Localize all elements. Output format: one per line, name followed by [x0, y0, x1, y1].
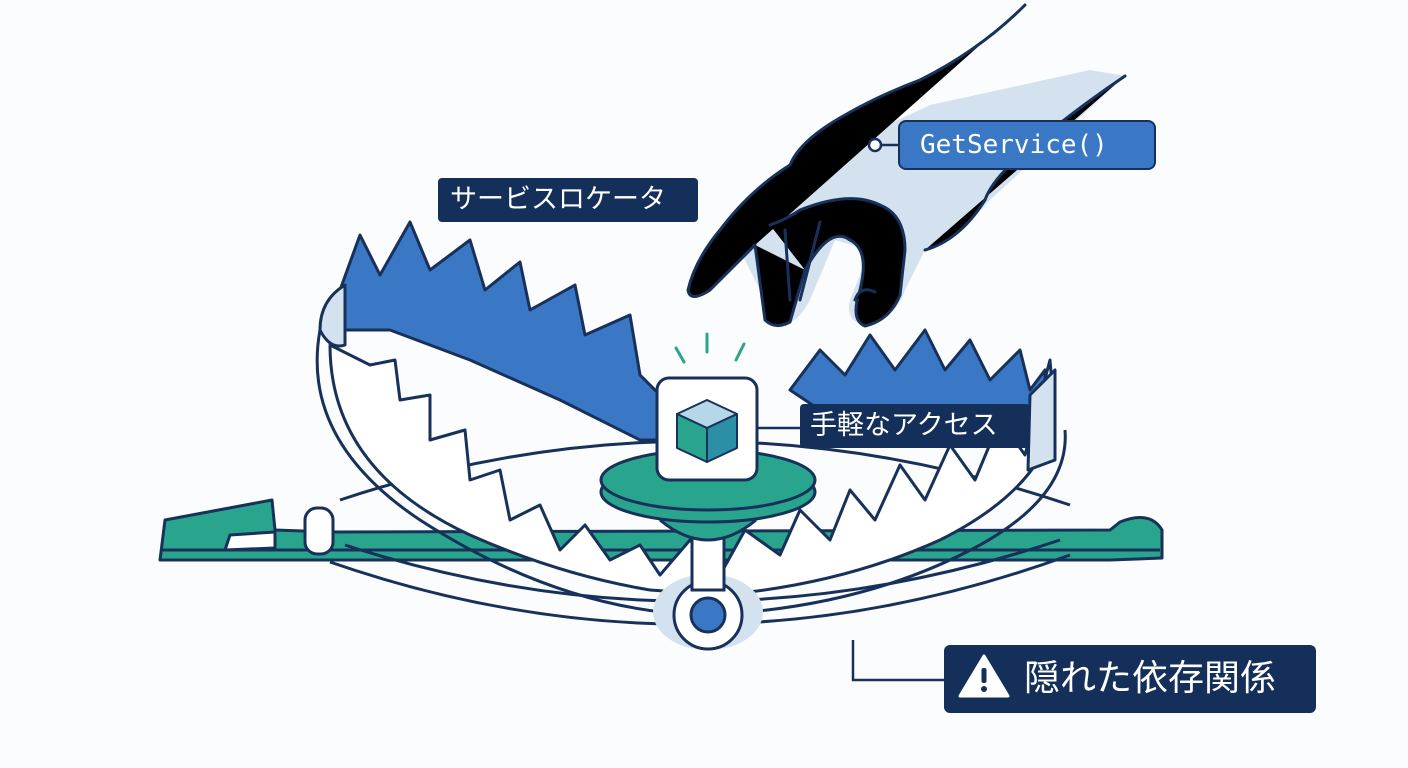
easy-access-label: 手軽なアクセス — [800, 404, 1030, 448]
bait-box — [655, 332, 800, 482]
hidden-deps-connector — [851, 640, 944, 682]
get-service-label: GetService() — [898, 120, 1156, 170]
hidden-dependencies-text: 隠れた依存関係 — [1024, 658, 1277, 699]
warning-icon — [958, 654, 1010, 698]
spring-pivot — [653, 518, 763, 651]
glow-rays — [674, 332, 746, 364]
cube-icon — [676, 399, 738, 463]
getservice-connector — [867, 137, 898, 153]
trap-arm-roller — [303, 506, 335, 556]
service-locator-label: サービスロケータ — [438, 178, 698, 222]
hidden-dependencies-label: 隠れた依存関係 — [944, 645, 1316, 713]
